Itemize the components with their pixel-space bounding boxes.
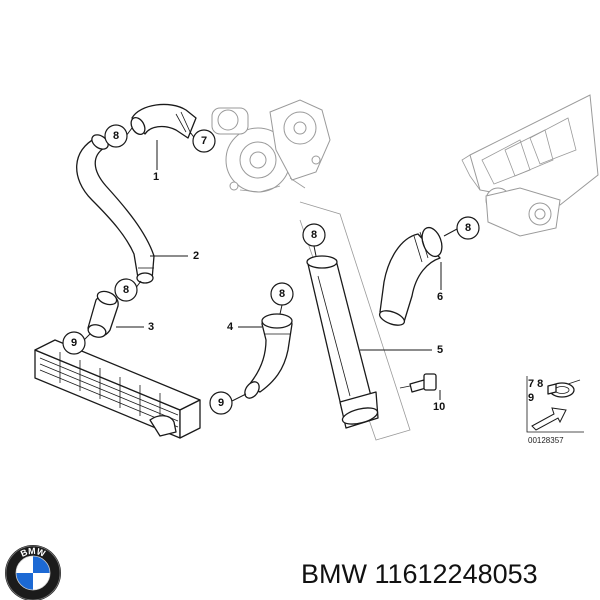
callout-bubbles: 8 7 8 8 9 8 9 8 (62, 124, 480, 415)
part-labels: 1 2 3 4 5 6 10 (116, 140, 445, 413)
intercooler (34, 339, 201, 439)
charge-pipe-part-5 (299, 201, 411, 441)
reference-number: 00128357 (528, 436, 564, 445)
callout-bubble: 8 (302, 223, 326, 247)
svg-text:9: 9 (71, 337, 77, 349)
svg-text:9: 9 (218, 397, 224, 409)
sensor-part-10 (399, 373, 437, 393)
hose-part-4 (244, 313, 293, 399)
clip-legend-number-bottom: 9 (528, 392, 534, 404)
part-label-2: 2 (193, 250, 199, 262)
brand-part-number: BMW 11612248053 (301, 559, 538, 589)
part-label-5: 5 (437, 344, 443, 356)
svg-text:8: 8 (465, 222, 471, 234)
part-label-4: 4 (227, 321, 234, 333)
part-label-6: 6 (437, 291, 443, 303)
clip-legend: 7 8 9 00128357 (526, 376, 584, 445)
clip-legend-numbers-top: 7 8 (528, 378, 543, 390)
callout-bubble: 9 (209, 391, 233, 415)
callout-bubble: 8 (114, 278, 138, 302)
hose-part-2 (76, 134, 155, 284)
svg-text:8: 8 (123, 284, 129, 296)
turbocharger-ghost (211, 99, 331, 193)
callout-bubble: 8 (104, 124, 128, 148)
callout-bubble: 8 (270, 282, 294, 306)
hose-part-3 (87, 290, 119, 338)
bmw-logo: BMW (5, 545, 61, 600)
direction-arrow-icon (531, 407, 567, 431)
svg-text:8: 8 (311, 229, 317, 241)
callout-bubble: 9 (62, 331, 86, 355)
svg-text:8: 8 (113, 130, 119, 142)
hose-part-6 (378, 226, 443, 326)
callout-bubble: 7 (192, 129, 216, 153)
intake-manifold-ghost (461, 94, 599, 237)
svg-text:7: 7 (201, 135, 207, 147)
svg-text:8: 8 (279, 288, 285, 300)
part-label-3: 3 (148, 321, 154, 333)
hose-part-1 (130, 103, 197, 139)
part-label-1: 1 (153, 171, 159, 183)
callout-bubble: 8 (456, 216, 480, 240)
part-label-10: 10 (433, 401, 445, 413)
